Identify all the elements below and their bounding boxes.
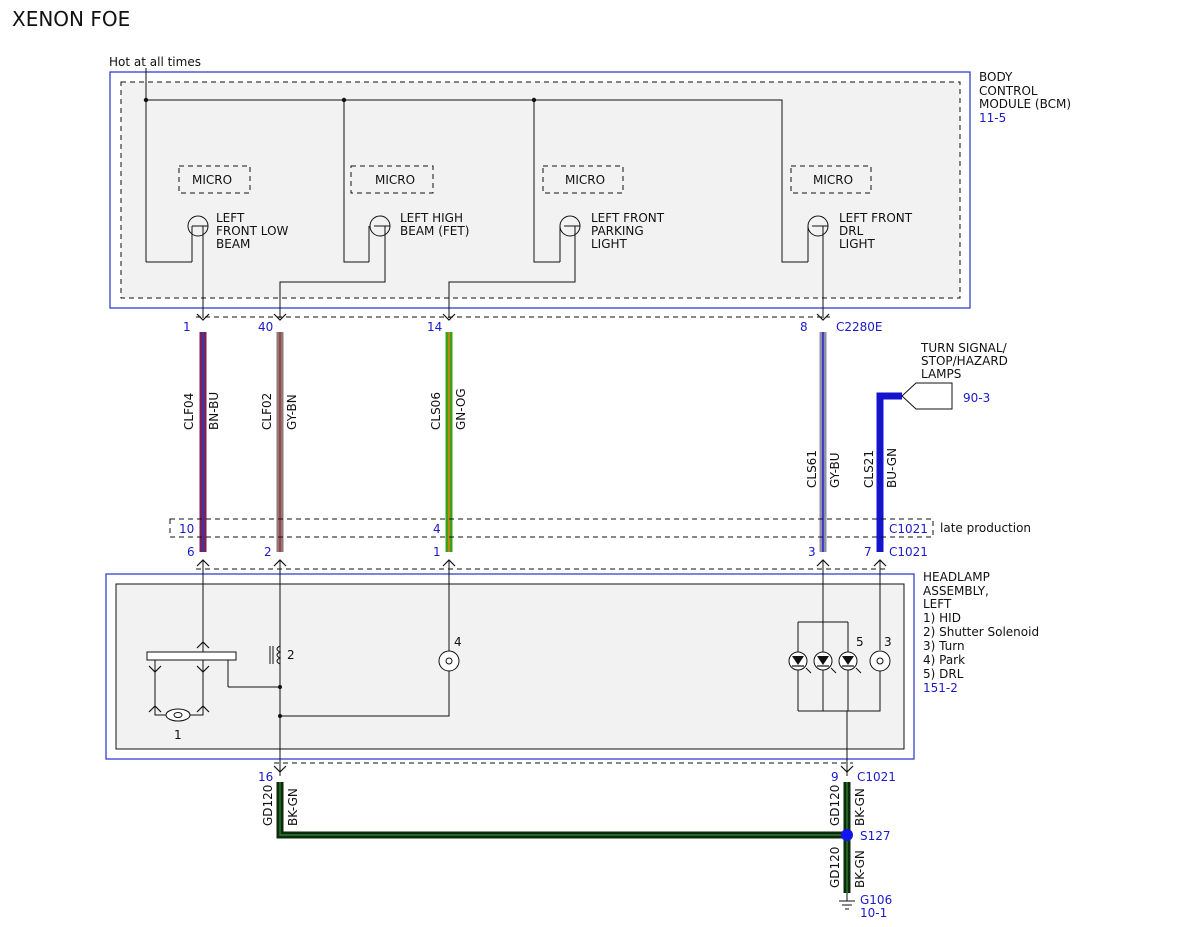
- pin-bottom-clf04: 6: [187, 545, 195, 559]
- turn-lamp-icon: [869, 650, 891, 672]
- ground-circuit-left: GD120: [261, 785, 275, 826]
- ground-wire: [276, 782, 851, 893]
- component-number-1: 1: [174, 728, 182, 742]
- color-clf02: GY-BN: [285, 394, 299, 430]
- driver-1-line-3: BEAM: [216, 237, 250, 251]
- driver-4-line-2: DRL: [839, 224, 864, 238]
- pin-bottom-clf02: 2: [264, 545, 272, 559]
- bcm-outer-box: [109, 71, 971, 309]
- pin-late-clf04: 10: [179, 522, 194, 536]
- circuit-cls61: CLS61: [805, 450, 819, 488]
- driver-3-line-3: LIGHT: [591, 237, 628, 251]
- splice-s127-dot: [841, 829, 853, 841]
- headlamp-item-4: 4) Park: [923, 653, 965, 667]
- color-cls61: GY-BU: [828, 452, 842, 488]
- driver-3-line-2: PARKING: [591, 224, 644, 238]
- wire-cls21: [876, 392, 902, 552]
- driver-2-line-2: BEAM (FET): [400, 224, 469, 238]
- hid-bulb-icon: [165, 708, 191, 722]
- ground-color-right: BK-GN: [853, 788, 867, 826]
- headlamp-item-3: 3) Turn: [923, 639, 965, 653]
- pin-top-clf02: 40: [258, 320, 273, 334]
- micro-box-4: [790, 165, 872, 194]
- ground-color-lower: BK-GN: [853, 850, 867, 888]
- headlamp-outer-box: [105, 573, 915, 760]
- turn-signal-connector: [901, 382, 953, 410]
- ground-ref: 10-1: [860, 906, 887, 920]
- diagram-title: XENON FOE: [12, 7, 130, 31]
- pin-top-cls61: 8: [800, 320, 808, 334]
- headlamp-ref: 151-2: [923, 681, 958, 695]
- late-production-label: late production: [940, 521, 1031, 535]
- micro-box-1: [178, 165, 251, 194]
- driver-3-line-1: LEFT FRONT: [591, 211, 665, 225]
- color-clf04: BN-BU: [207, 392, 221, 430]
- pin-bottom-cls61: 3: [808, 545, 816, 559]
- turn-signal-line-3: LAMPS: [921, 367, 961, 381]
- ground-id: G106: [860, 893, 892, 907]
- micro-box-2: [350, 165, 434, 194]
- driver-2-line-1: LEFT HIGH: [400, 211, 463, 225]
- driver-1-line-1: LEFT: [216, 211, 245, 225]
- headlamp-item-2: 2) Shutter Solenoid: [923, 625, 1039, 639]
- micro-label-4: MICRO: [813, 173, 853, 187]
- turn-signal-line-2: STOP/HAZARD: [921, 354, 1008, 368]
- bcm-inner-box: [120, 81, 961, 299]
- bcm-power-bus: [146, 99, 808, 263]
- ground-color-left: BK-GN: [286, 788, 300, 826]
- component-number-4: 4: [454, 635, 462, 649]
- ground-circuit-lower: GD120: [828, 847, 842, 888]
- late-production-connector: [169, 518, 934, 538]
- ground-connector-label: C1021: [857, 770, 896, 784]
- headlamp-name-line-3: LEFT: [923, 597, 952, 611]
- turn-signal-ref: 90-3: [963, 391, 990, 405]
- headlamp-name-line-2: ASSEMBLY,: [923, 584, 989, 598]
- circuit-clf04: CLF04: [182, 393, 196, 430]
- late-connector-label: C1021: [889, 522, 928, 536]
- pin-late-cls06: 4: [433, 522, 441, 536]
- power-label: Hot at all times: [109, 55, 201, 69]
- headlamp-item-1: 1) HID: [923, 611, 961, 625]
- driver-1-line-2: FRONT LOW: [216, 224, 289, 238]
- bcm-ref: 11-5: [979, 111, 1006, 125]
- ground-pin-right: 9: [831, 770, 839, 784]
- ground-pin-left: 16: [258, 770, 273, 784]
- headlamp-name-line-1: HEADLAMP: [923, 570, 990, 584]
- micro-box-3: [542, 165, 624, 194]
- micro-label-3: MICRO: [565, 173, 605, 187]
- pin-bottom-cls21: 7: [864, 545, 872, 559]
- component-number-3: 3: [884, 635, 892, 649]
- color-cls21: BU-GN: [885, 448, 899, 488]
- park-lamp-icon: [438, 650, 460, 672]
- component-number-5: 5: [856, 635, 864, 649]
- headlamp-inner-box: [115, 583, 905, 750]
- micro-label-2: MICRO: [375, 173, 415, 187]
- shutter-solenoid-icon: [269, 645, 282, 665]
- connector-c2280e-label: C2280E: [836, 320, 883, 334]
- driver-4-line-3: LIGHT: [839, 237, 876, 251]
- pin-bottom-cls06: 1: [433, 545, 441, 559]
- splice-s127-label: S127: [860, 829, 891, 843]
- turn-signal-line-1: TURN SIGNAL/: [920, 341, 1008, 355]
- connector-c1021-label: C1021: [889, 545, 928, 559]
- circuit-clf02: CLF02: [260, 393, 274, 430]
- color-cls06: GN-OG: [454, 388, 468, 430]
- bcm-name-line-3: MODULE (BCM): [979, 97, 1071, 111]
- component-number-2: 2: [287, 648, 295, 662]
- bcm-name-line-1: BODY: [979, 70, 1013, 84]
- ground-symbol-icon: [839, 893, 855, 910]
- bcm-name-line-2: CONTROL: [979, 84, 1038, 98]
- micro-label-1: MICRO: [192, 173, 232, 187]
- driver-4-line-1: LEFT FRONT: [839, 211, 913, 225]
- pin-top-clf04: 1: [183, 320, 191, 334]
- pin-top-cls06: 14: [427, 320, 442, 334]
- circuit-cls21: CLS21: [862, 450, 876, 488]
- drl-led-icons: [788, 651, 862, 674]
- headlamp-item-5: 5) DRL: [923, 667, 964, 681]
- circuit-cls06: CLS06: [429, 392, 443, 430]
- hid-igniter-block: [146, 651, 237, 661]
- ground-circuit-right: GD120: [828, 785, 842, 826]
